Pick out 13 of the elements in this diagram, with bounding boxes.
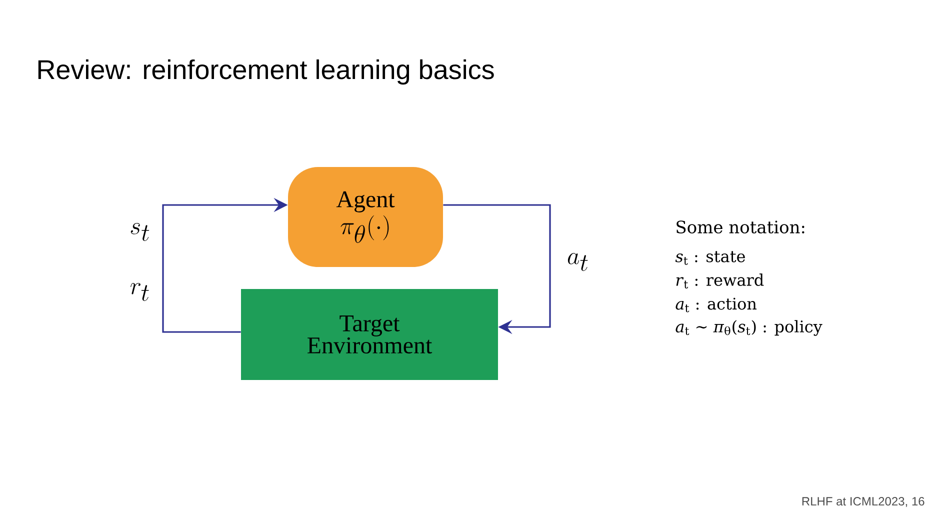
variable-label: $a_t$ (568, 253, 588, 271)
notation-line: s$_{t}$ : state (675, 251, 745, 265)
notation-line: r$_{t}$ : reward (676, 274, 764, 288)
notation-line: a$_{t}$ ∼ π$_{θ}$(s$_{t}$) : policy (676, 320, 822, 336)
agent-box: Agent $\pi_\theta(\cdot)$ (288, 167, 443, 267)
variable-label: $s_t$ (130, 223, 150, 241)
variable-label: $r_t$ (130, 283, 149, 301)
notation-heading: Some notation: (676, 220, 804, 234)
notation-line: a$_{t}$ : action (676, 298, 757, 312)
environment-box: Target Environment (241, 289, 498, 380)
footer-text: RLHF at ICML2023, 16 (802, 497, 924, 507)
arrow (443, 204, 551, 334)
slide-title: Review: reinforcement learning basics (38, 59, 494, 85)
